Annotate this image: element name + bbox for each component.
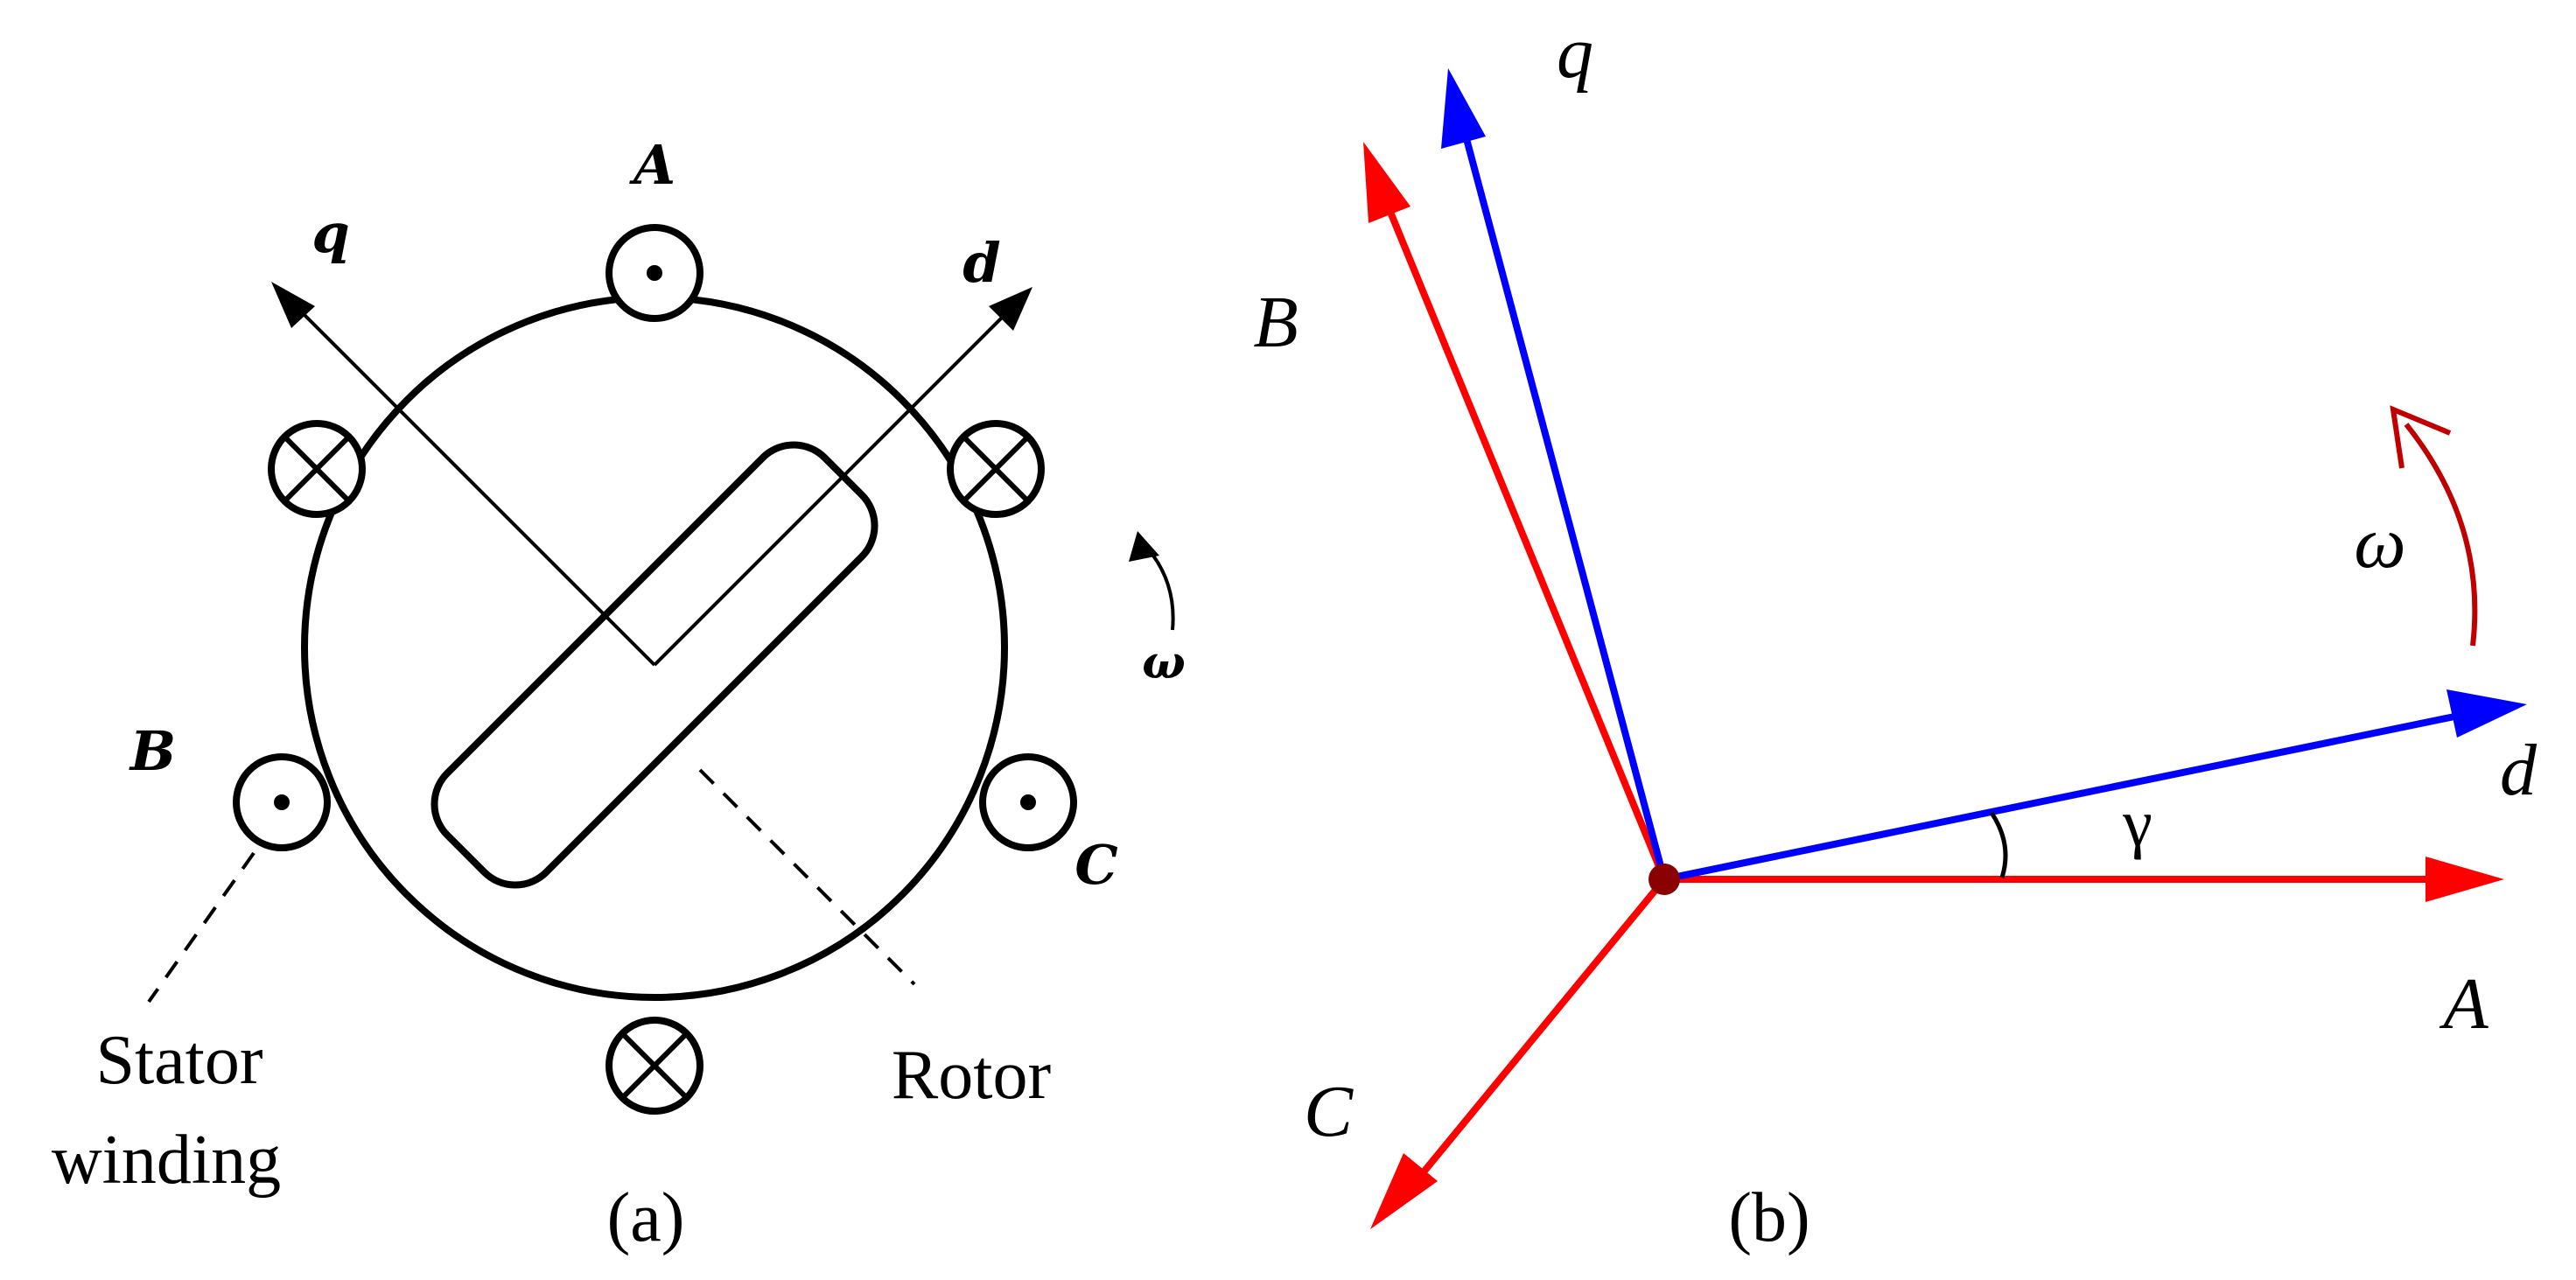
coil-b-label: B xyxy=(129,719,176,783)
rotor-leader-line xyxy=(698,768,916,986)
omega-arrow-a xyxy=(1144,545,1175,631)
b-axis-line xyxy=(1384,204,1668,881)
q-axis-line-b xyxy=(1462,134,1668,881)
d-axis-arrowhead-b xyxy=(2446,689,2527,738)
q-axis-line xyxy=(276,287,656,667)
stator-circle xyxy=(301,294,1008,1001)
coil-cross-upper-right xyxy=(947,420,1045,518)
omega-label-b: ω xyxy=(2354,502,2405,584)
stator-winding-label-line1: Stator xyxy=(95,1022,262,1099)
q-axis-arrowhead xyxy=(271,282,315,328)
omega-label-a: ω xyxy=(1142,636,1186,689)
coil-a-label: A xyxy=(629,133,676,197)
q-axis-label-b: q xyxy=(1557,12,1593,94)
d-axis-label-a: d xyxy=(962,231,1000,295)
coil-c-label: C xyxy=(1074,833,1117,897)
gamma-label: γ xyxy=(2122,787,2152,860)
gamma-angle-arc xyxy=(1989,811,2008,878)
d-axis-line xyxy=(653,290,1030,667)
coil-c-right xyxy=(979,753,1077,851)
a-axis-arrowhead xyxy=(2426,857,2504,902)
coil-cross-bottom xyxy=(606,1017,704,1115)
panel-a: A B C q d ω Stator winding Rotor (a) xyxy=(52,133,1186,1256)
coil-a-top xyxy=(606,224,704,322)
omega-arrow-b xyxy=(2404,423,2478,647)
q-axis-arrowhead-b xyxy=(1441,68,1486,149)
stator-winding-label-line2: winding xyxy=(52,1122,281,1199)
c-axis-line xyxy=(1414,877,1668,1182)
panel-b-caption: (b) xyxy=(1728,1179,1810,1256)
panel-b: q B ω d γ A C (b) xyxy=(1253,12,2538,1256)
b-axis-label-b: B xyxy=(1253,282,1298,363)
b-axis-arrowhead xyxy=(1363,142,1410,223)
c-axis-arrowhead xyxy=(1370,1153,1438,1229)
c-axis-label-b: C xyxy=(1304,1071,1354,1152)
panel-a-caption: (a) xyxy=(607,1179,685,1256)
d-axis-label-b: d xyxy=(2500,730,2538,811)
a-axis-label-b: A xyxy=(2439,963,2488,1045)
rotor-label: Rotor xyxy=(892,1037,1051,1114)
coil-b-left xyxy=(233,753,331,851)
coil-cross-upper-left xyxy=(268,420,366,518)
stator-leader-line xyxy=(147,851,256,1004)
omega-arrowhead-b xyxy=(2390,405,2452,469)
d-axis-line-b xyxy=(1663,712,2460,883)
d-axis-arrowhead xyxy=(989,287,1032,331)
omega-arrowhead-a xyxy=(1129,531,1159,562)
q-axis-label-a: q xyxy=(312,201,349,265)
origin-dot xyxy=(1648,864,1680,895)
